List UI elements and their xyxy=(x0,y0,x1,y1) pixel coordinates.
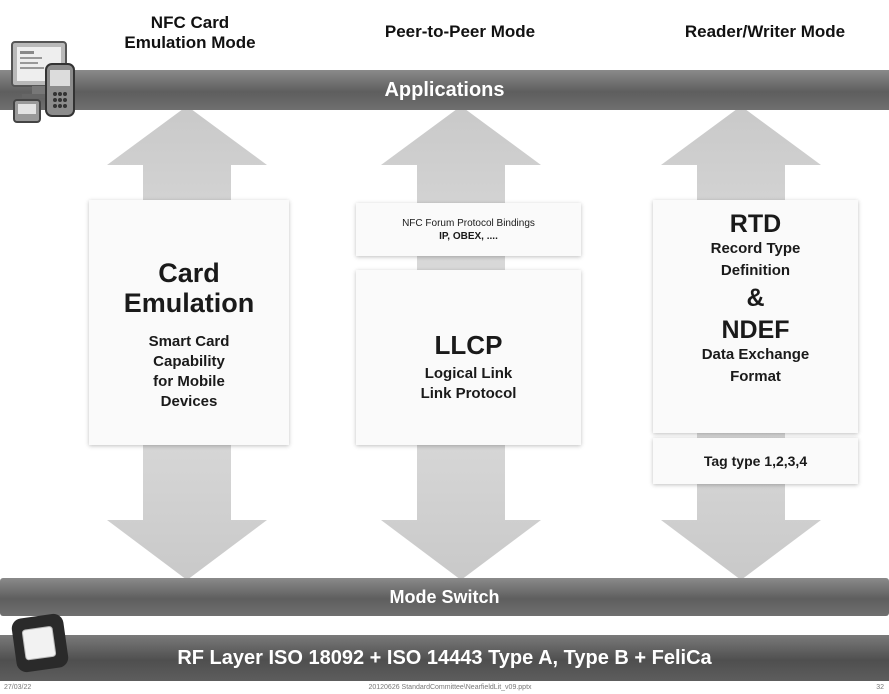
tag-type-box: Tag type 1,2,3,4 xyxy=(653,438,858,484)
card-emulation-box: Card Emulation Smart Card Capability for… xyxy=(89,200,289,445)
rtd-ndef-box: RTD Record Type Definition & NDEF Data E… xyxy=(653,200,858,433)
tag-type-label: Tag type 1,2,3,4 xyxy=(703,453,808,469)
protocol-bindings-title: NFC Forum Protocol Bindings xyxy=(402,218,535,229)
protocol-bindings-box: NFC Forum Protocol Bindings IP, OBEX, ..… xyxy=(356,203,581,256)
ndef-description: Data Exchange Format xyxy=(701,346,810,385)
rtd-title: RTD xyxy=(729,210,782,238)
mode-title-card-emulation: NFC Card Emulation Mode xyxy=(124,13,256,52)
protocol-bindings-items: IP, OBEX, .... xyxy=(439,231,498,242)
devices-icon xyxy=(8,38,88,126)
rtd-description: Record Type Definition xyxy=(710,240,801,279)
mode-title-reader-writer: Reader/Writer Mode xyxy=(684,22,846,41)
footer-filename: 20120626 StandardCommittee\NearfieldLit_… xyxy=(368,684,532,691)
llcp-box: LLCP Logical Link Link Protocol xyxy=(356,270,581,445)
rf-layer-bar: RF Layer ISO 18092 + ISO 14443 Type A, T… xyxy=(0,635,889,681)
ampersand: & xyxy=(746,284,765,312)
applications-bar: Applications xyxy=(0,70,889,110)
card-emulation-subtitle: Smart Card Capability for Mobile Devices xyxy=(148,333,230,410)
mode-switch-bar: Mode Switch xyxy=(0,578,889,616)
footer-date: 27/03/22 xyxy=(4,684,32,691)
llcp-subtitle: Logical Link Link Protocol xyxy=(420,365,517,402)
ndef-title: NDEF xyxy=(721,316,790,344)
card-emulation-title: Card Emulation xyxy=(123,258,255,318)
chip-icon xyxy=(10,610,72,676)
llcp-title: LLCP xyxy=(434,330,503,360)
footer-page-number: 32 xyxy=(876,684,884,691)
mode-title-peer-to-peer: Peer-to-Peer Mode xyxy=(384,22,536,41)
